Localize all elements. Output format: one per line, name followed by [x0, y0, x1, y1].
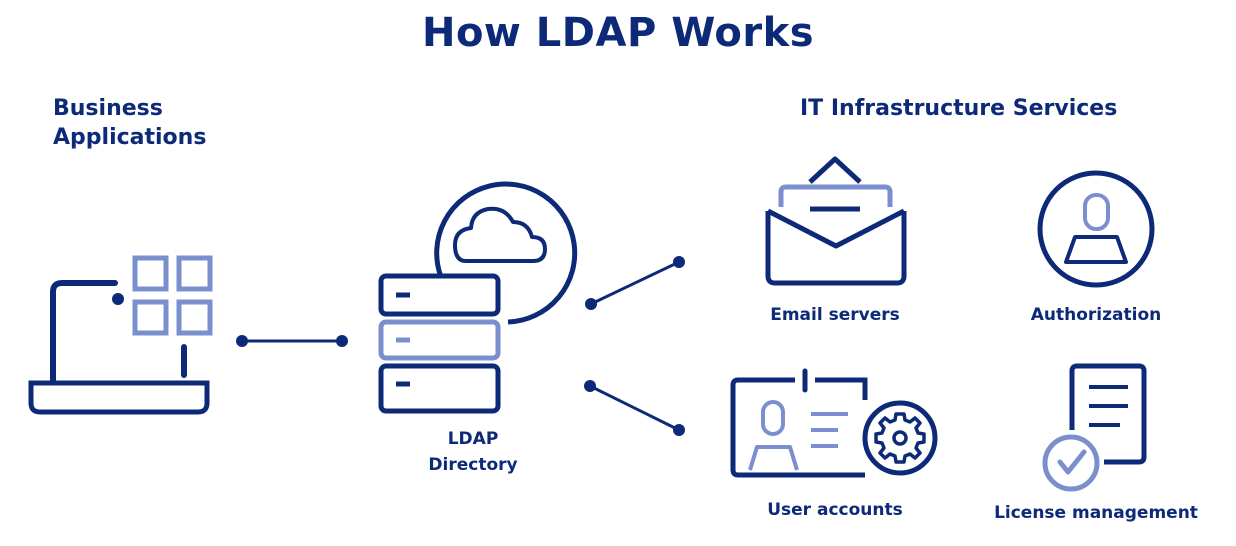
- authorization-label: Authorization: [1030, 305, 1162, 325]
- diagram-title: How LDAP Works: [421, 10, 815, 56]
- it-services-heading: IT Infrastructure Services: [800, 96, 1118, 121]
- license-management-label: License management: [994, 503, 1198, 523]
- ldap-directory-label: LDAP Directory: [428, 429, 518, 475]
- user-accounts-label: User accounts: [767, 500, 903, 520]
- email-servers-label: Email servers: [770, 305, 900, 325]
- business-applications-heading: Business Applications: [53, 96, 207, 150]
